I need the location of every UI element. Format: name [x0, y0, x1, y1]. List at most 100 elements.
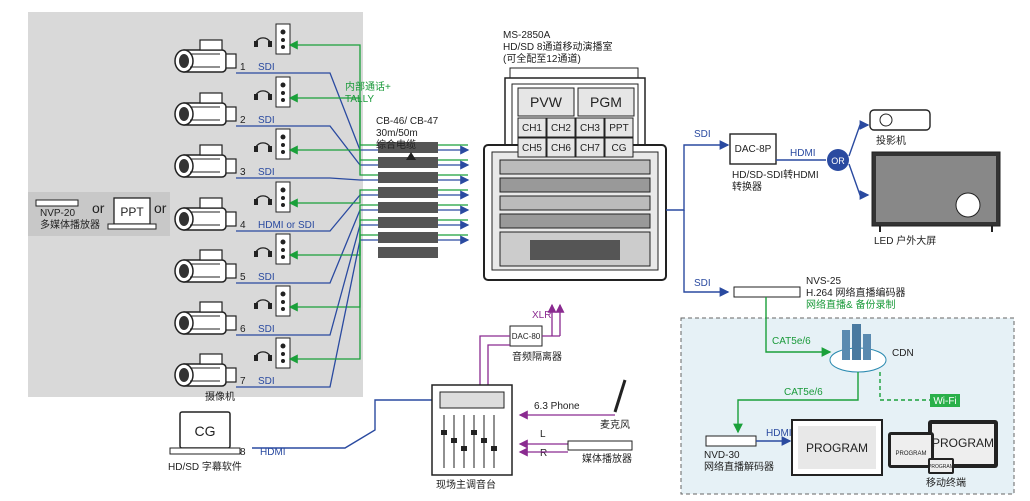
monitor-label: CH7 [580, 143, 600, 154]
studio-case [483, 67, 667, 281]
nvp-label: NVP-20 [40, 208, 75, 219]
studio-model: MS-2850A [503, 30, 551, 41]
cable-bundle [378, 142, 438, 258]
camera-signal: HDMI or SDI [258, 220, 315, 231]
studio-capacity: (可全配至12通道) [503, 52, 581, 65]
or-1: or [92, 200, 105, 216]
cable-segment [378, 202, 438, 213]
mobile-devices [888, 420, 998, 474]
cg-number: 8 [240, 447, 246, 458]
camera-number: 3 [240, 167, 246, 178]
cable-segment [378, 247, 438, 258]
dac8p-box [729, 133, 777, 165]
nvd30-label: NVD-30 [704, 450, 740, 461]
ppt-label: PPT [120, 205, 144, 219]
dac8p-caption-2: 转换器 [732, 180, 762, 193]
monitor-label: CH3 [580, 123, 600, 134]
mic-label: 麦克风 [600, 419, 630, 431]
monitor-label: CG [612, 143, 627, 154]
monitor-label: CH6 [551, 143, 571, 154]
cable-label-3: 综合电缆 [376, 138, 416, 151]
mobile-caption: 移动终端 [926, 476, 966, 489]
nvd30-box [705, 435, 757, 447]
cable-segment [378, 142, 438, 153]
cg-screen-label: CG [195, 423, 216, 439]
led-screen [871, 151, 1001, 232]
nvs25-caption-2: 网络直播& 备份录制 [806, 298, 895, 311]
cable-label-2: 30m/50m [376, 128, 418, 139]
nvs25-box [733, 286, 801, 298]
dac8p-label: DAC-8P [735, 144, 772, 155]
intercom-label-1: 内部通话+ [345, 80, 391, 93]
program-tiny-label: PROGRAM [928, 464, 954, 470]
camera-number: 5 [240, 272, 246, 283]
camera-signal: SDI [258, 376, 275, 387]
camera-signal: SDI [258, 272, 275, 283]
out1-hdmi: HDMI [790, 148, 816, 159]
studio-monitors: PVW PGM CH1 CH2 CH3 PPT CH5 CH6 CH7 CG [517, 87, 635, 158]
intercom-label-2: TALLY [345, 94, 374, 105]
nvp-device [35, 199, 79, 207]
phone-label: 6.3 Phone [534, 401, 580, 412]
camera-number: 6 [240, 324, 246, 335]
nvs25-caption-1: H.264 网络直播编码器 [806, 286, 905, 299]
xlr-label: XLR [532, 310, 551, 321]
cable-segment [378, 232, 438, 243]
studio-caption: HD/SD 8通道移动演播室 [503, 40, 612, 53]
monitor-label: CH5 [522, 143, 542, 154]
cable-segment [378, 217, 438, 228]
out1-sdi: SDI [694, 129, 711, 140]
camera-signal: SDI [258, 62, 275, 73]
wifi-label: Wi-Fi [933, 396, 956, 407]
cdn-cloud [829, 324, 887, 373]
cg-signal: HDMI [260, 447, 286, 458]
out2-sdi: SDI [694, 278, 711, 289]
monitor-label: PPT [609, 123, 628, 134]
r-label: R [540, 448, 547, 459]
projector [869, 109, 931, 131]
l-label: L [540, 429, 546, 440]
monitor-label: PGM [590, 94, 622, 110]
or-2: or [154, 200, 167, 216]
cg-laptop: CG [169, 411, 241, 455]
ppt-laptop [113, 197, 151, 225]
cat-label-1: CAT5e/6 [772, 336, 811, 347]
nvs25-label: NVS-25 [806, 276, 841, 287]
cat-label-2: CAT5e/6 [784, 387, 823, 398]
program-tv [791, 419, 883, 476]
monitor-label: CH2 [551, 123, 571, 134]
projector-label: 投影机 [876, 134, 906, 147]
program-small-label: PROGRAM [895, 451, 926, 457]
cable-segment [378, 157, 438, 168]
net-hdmi: HDMI [766, 428, 792, 439]
monitor-label: CH1 [522, 123, 542, 134]
cable-segment [378, 172, 438, 183]
camera-signal: SDI [258, 167, 275, 178]
or-label: OR [831, 156, 845, 166]
nvp-caption: 多媒体播放器 [40, 218, 100, 231]
program-label-2: PROGRAM [932, 436, 994, 450]
program-label: PROGRAM [806, 441, 868, 455]
dac80-label: DAC-80 [512, 332, 541, 341]
led-label: LED 户外大屏 [874, 234, 936, 247]
monitor-label: PVW [530, 94, 563, 110]
cdn-label: CDN [892, 348, 914, 359]
or-circle [827, 149, 849, 171]
camera-number: 1 [240, 62, 246, 73]
mixer-caption: 现场主调音台 [436, 478, 496, 491]
audio-mixer [431, 384, 513, 476]
camera-caption: 摄像机 [205, 390, 235, 403]
camera-number: 4 [240, 220, 246, 231]
cable-segment [378, 187, 438, 198]
cable-label-1: CB-46/ CB-47 [376, 116, 439, 127]
camera-signal: SDI [258, 324, 275, 335]
media-player-device [567, 440, 633, 451]
dac8p-caption-1: HD/SD-SDI转HDMI [732, 168, 819, 181]
wifi-badge [930, 394, 960, 407]
camera-signal: SDI [258, 115, 275, 126]
camera-number: 7 [240, 376, 246, 387]
nvd30-caption: 网络直播解码器 [704, 460, 774, 473]
cg-caption: HD/SD 字幕软件 [168, 460, 242, 473]
